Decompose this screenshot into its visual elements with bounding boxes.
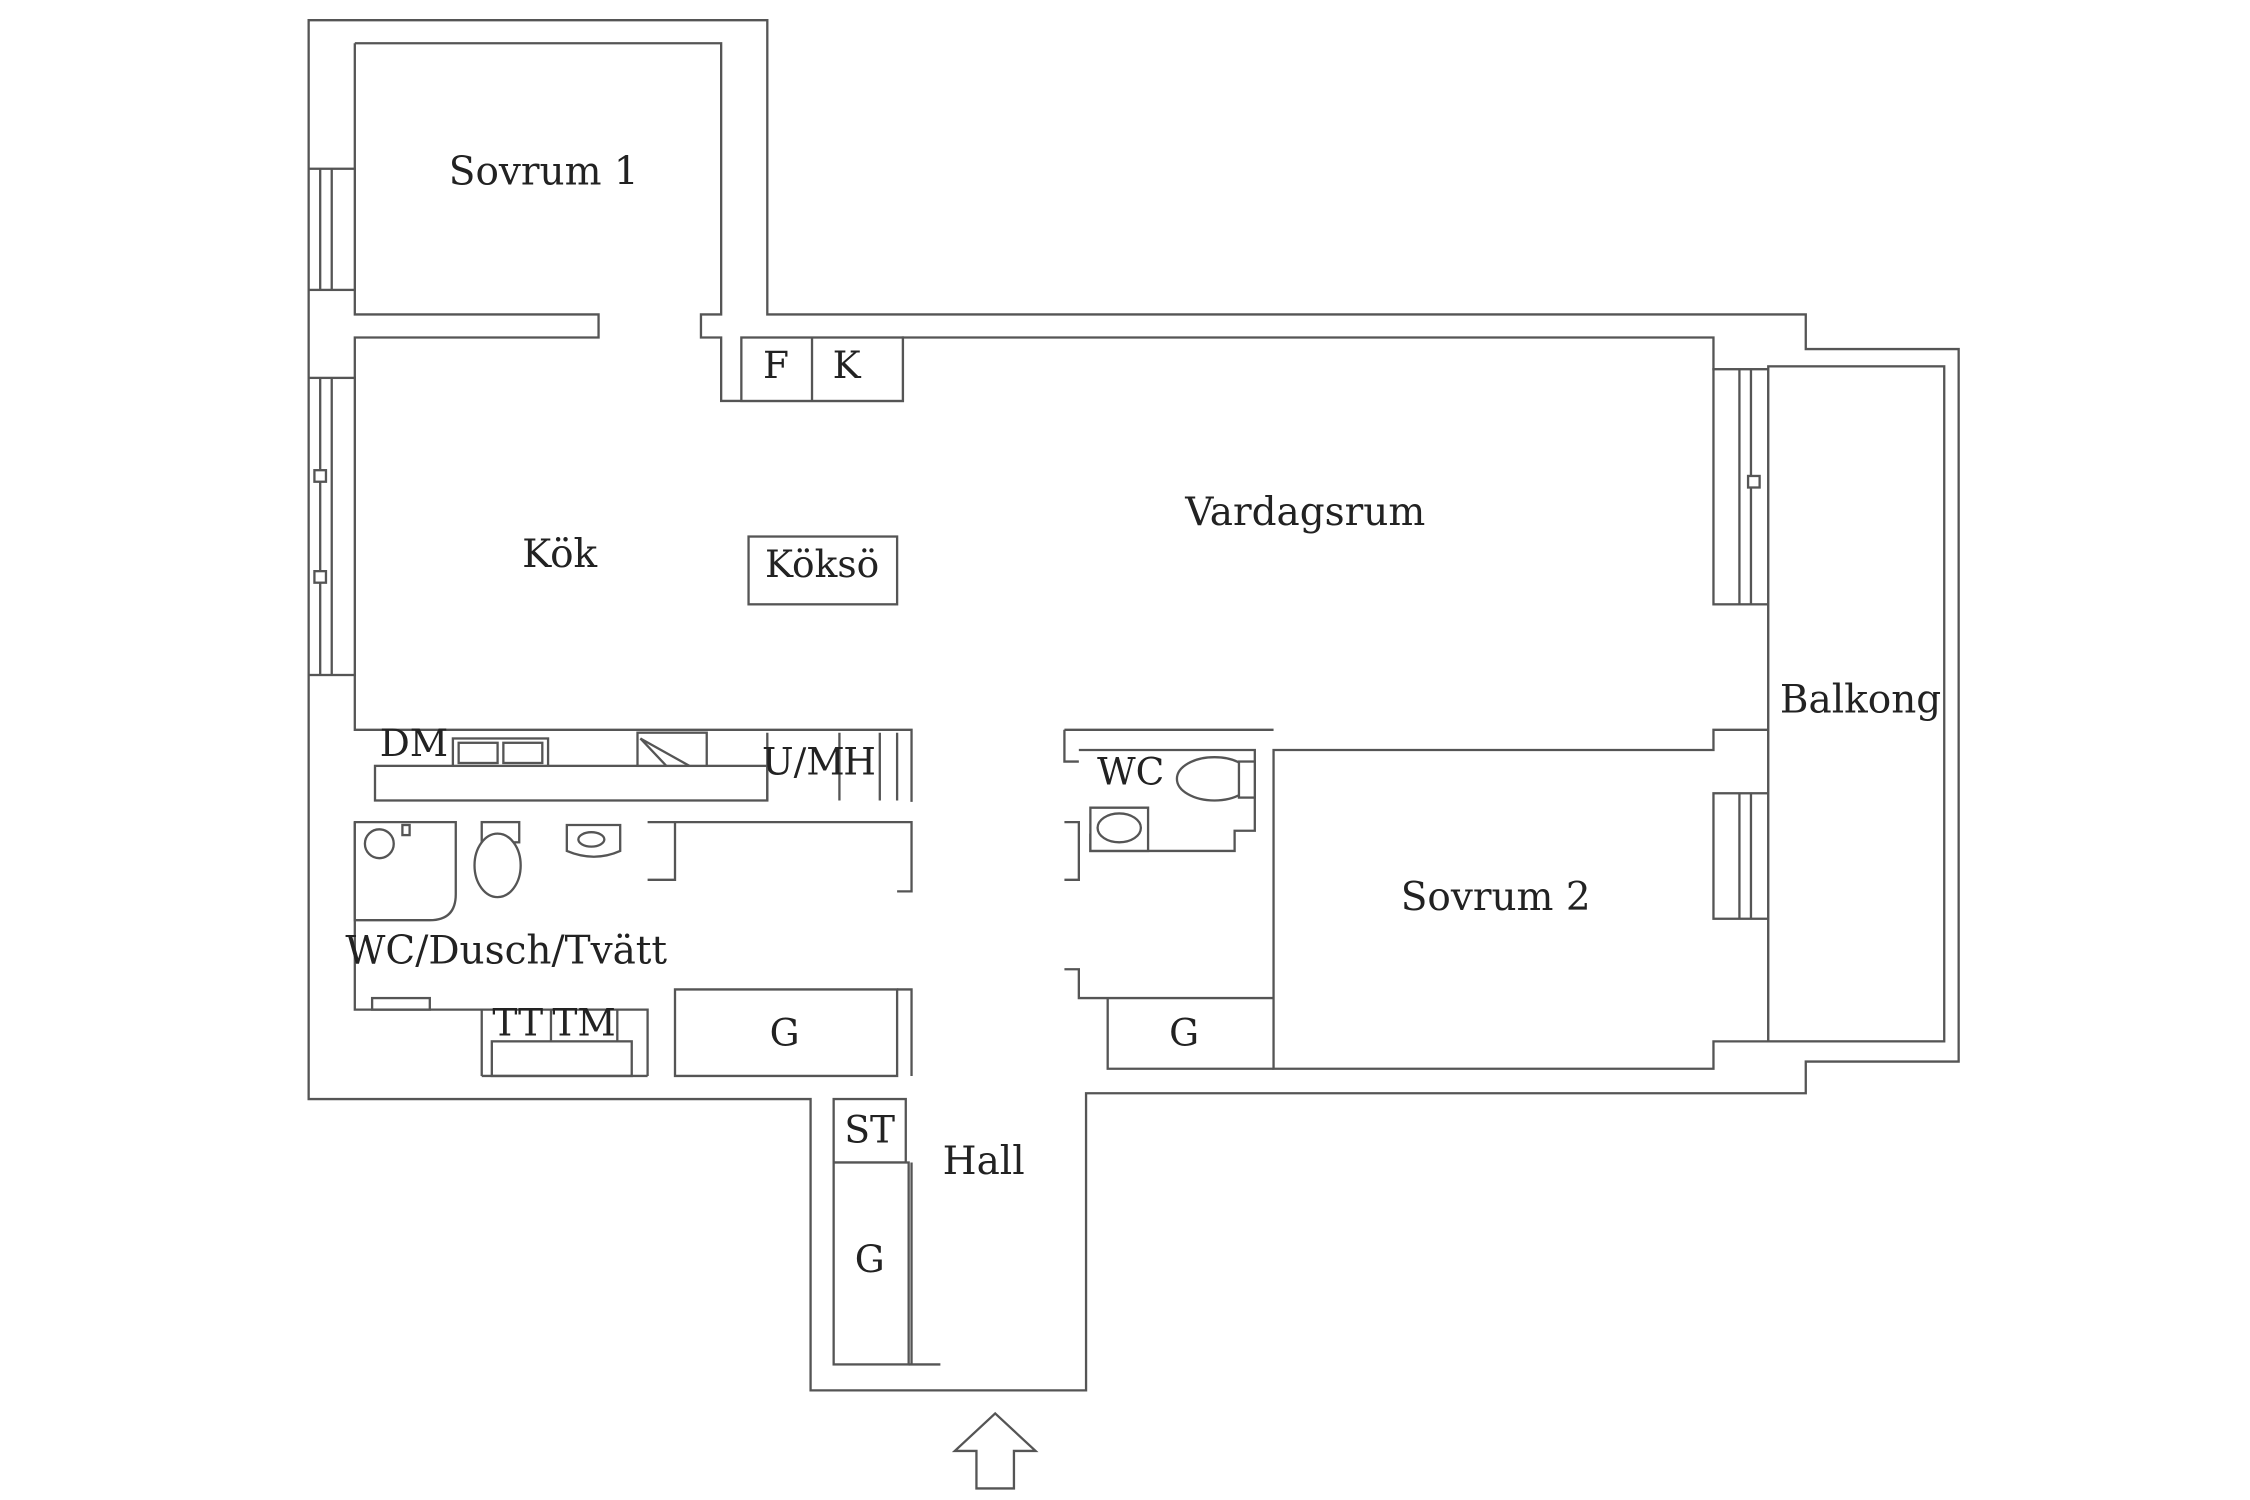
label-g-hall: G bbox=[855, 1237, 885, 1281]
label-sovrum1: Sovrum 1 bbox=[449, 150, 639, 195]
label-g-left: G bbox=[770, 1011, 800, 1055]
kitchen-counter bbox=[373, 731, 899, 802]
label-hall: Hall bbox=[943, 1139, 1025, 1184]
label-h: H bbox=[843, 740, 876, 784]
label-tm: TM bbox=[552, 1001, 615, 1045]
label-g-right: G bbox=[1169, 1011, 1199, 1055]
hall-storage bbox=[832, 1097, 941, 1366]
label-um: U/M bbox=[762, 740, 845, 784]
entrance-arrow-icon bbox=[951, 1411, 1039, 1490]
label-wc: WC bbox=[1097, 750, 1164, 794]
balkong-area bbox=[1767, 365, 1946, 1043]
label-balkong: Balkong bbox=[1780, 678, 1941, 723]
label-dm: DM bbox=[380, 721, 448, 765]
label-wc-dusch-tvatt: WC/Dusch/Tvätt bbox=[345, 928, 667, 973]
fridge-freezer bbox=[740, 336, 905, 403]
label-vardagsrum: Vardagsrum bbox=[1184, 490, 1425, 535]
label-sovrum2: Sovrum 2 bbox=[1401, 875, 1591, 920]
label-koksö: Köksö bbox=[765, 542, 879, 586]
inner-walls bbox=[647, 728, 1274, 1078]
label-k: K bbox=[833, 343, 862, 387]
label-st: ST bbox=[844, 1107, 895, 1151]
bathroom-fixtures bbox=[353, 820, 648, 1078]
wc-fixtures bbox=[1078, 748, 1256, 853]
outer-walls bbox=[307, 19, 1960, 1392]
label-f: F bbox=[763, 343, 789, 387]
label-tt: TT bbox=[492, 1001, 543, 1045]
kitchen-island bbox=[747, 535, 899, 606]
label-kok: Kök bbox=[522, 532, 597, 577]
right-windows bbox=[1712, 368, 1770, 920]
left-windows bbox=[307, 167, 356, 677]
